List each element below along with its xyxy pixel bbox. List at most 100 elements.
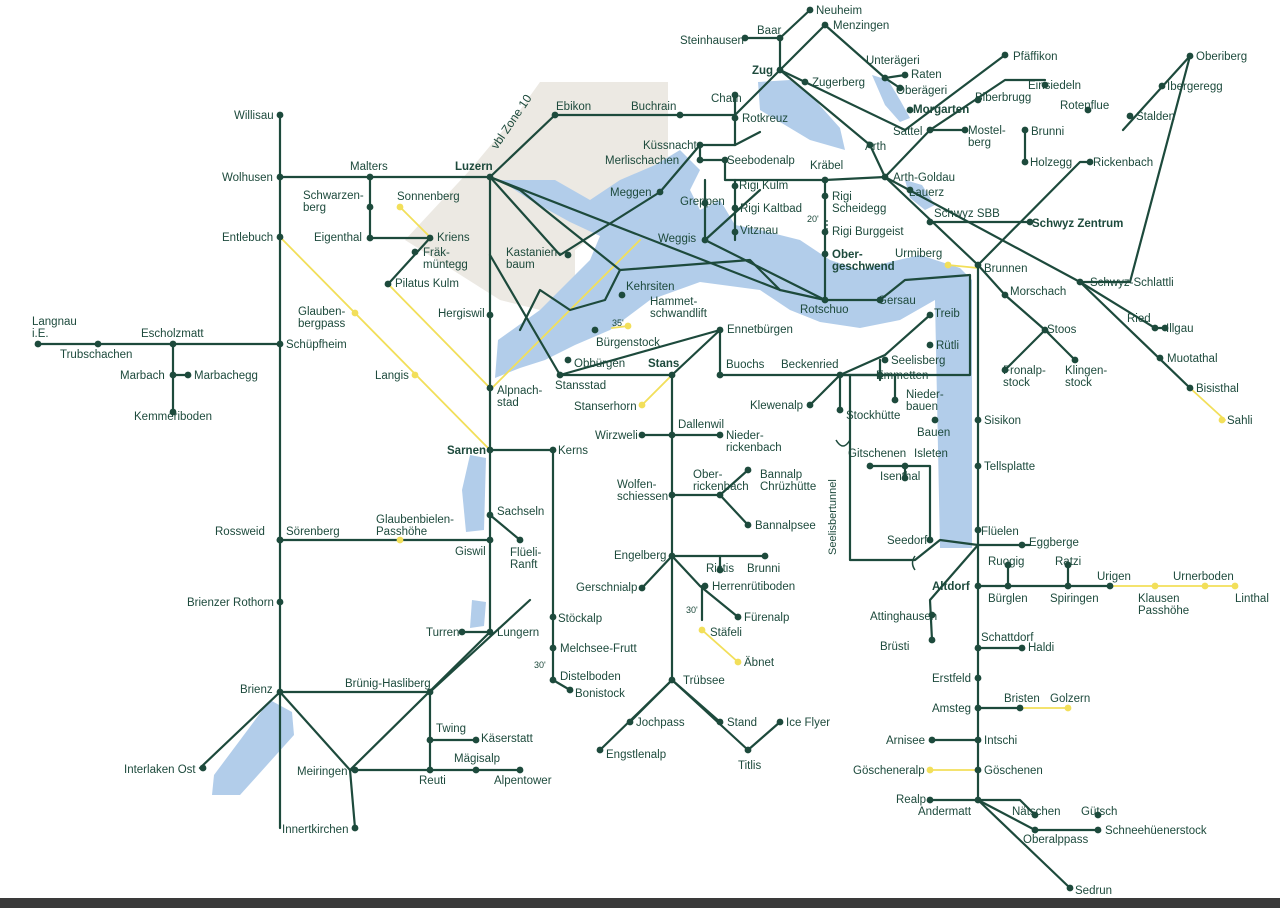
station-stop-buchrain — [676, 111, 684, 119]
station-label-aebnet: Äbnet — [744, 657, 775, 669]
station-label-bonistock: Bonistock — [575, 688, 625, 700]
station-label-goescheneralp: Göscheneralp — [853, 765, 925, 777]
station-label-goeschenen: Göschenen — [984, 765, 1043, 777]
station-stop-amsteg — [974, 704, 982, 712]
station-stop-gersau — [876, 296, 884, 304]
station-stop-greppen — [701, 199, 709, 207]
station-stop-titlis — [744, 746, 752, 754]
station-label-urnerboden: Urnerboden — [1173, 571, 1234, 583]
station-stop-stand — [716, 718, 724, 726]
station-stop-ibergeregg — [1158, 82, 1166, 90]
station-label-jochpass: Jochpass — [636, 717, 685, 729]
lakes — [212, 75, 972, 795]
station-stop-isenthal — [901, 474, 909, 482]
station-stop-sisikon — [974, 416, 982, 424]
station-label-stalden: Stalden — [1136, 111, 1175, 123]
station-stop-turren — [458, 628, 466, 636]
station-stop-ennetbuergen — [716, 326, 724, 334]
station-label-brienzer_rothorn: Brienzer Rothorn — [187, 597, 274, 609]
station-stop-pilatus_kulm — [384, 280, 392, 288]
station-stop-willisau — [276, 111, 284, 119]
station-label-urmiberg: Urmiberg — [895, 248, 942, 260]
station-stop-eggberge — [1018, 541, 1026, 549]
station-stop-ebikon — [551, 111, 559, 119]
station-label-wirzweli: Wirzweli — [595, 430, 638, 442]
station-stop-engstlenalp — [596, 746, 604, 754]
station-label-sattel: Sattel — [893, 126, 922, 138]
station-stop-urmiberg — [944, 261, 952, 269]
station-stop-innertkirchen — [351, 824, 359, 832]
station-stop-brienz — [276, 688, 284, 696]
tunnel-portal-south — [911, 555, 916, 571]
station-stop-eigenthal — [366, 234, 374, 242]
station-label-sahli: Sahli — [1227, 415, 1253, 427]
station-stop-ristis — [716, 566, 724, 574]
station-label-brunni_sz: Brunni — [1031, 126, 1064, 138]
station-stop-haldi — [1018, 644, 1026, 652]
station-label-buerglen: Bürglen — [988, 593, 1028, 605]
station-label-hergiswil: Hergiswil — [438, 308, 485, 320]
station-label-rickenbach: Rickenbach — [1093, 157, 1153, 169]
station-stop-kriens — [426, 234, 434, 242]
station-stop-raten — [901, 71, 909, 79]
station-label-melchsee_frutt: Melchsee-Frutt — [560, 643, 637, 655]
station-label-kaeserstatt: Käserstatt — [481, 733, 534, 745]
station-stop-lungern — [486, 628, 494, 636]
station-stop-obbuergen — [564, 356, 572, 364]
frequency-label: 20' — [807, 214, 819, 224]
station-stop-buergenstock — [591, 326, 599, 334]
station-label-intschi: Intschi — [984, 735, 1017, 747]
station-stop-kraebel — [821, 176, 829, 184]
station-stop-emmetten — [876, 371, 884, 379]
station-stop-stockhuette — [836, 406, 844, 414]
station-label-kehrsiten: Kehrsiten — [626, 281, 675, 293]
station-label-altdorf: Altdorf — [932, 581, 970, 593]
station-label-buergenstock: Bürgenstock — [596, 337, 660, 349]
station-label-tellsplatte: Tellsplatte — [984, 461, 1035, 473]
station-label-sachseln: Sachseln — [497, 506, 544, 518]
station-label-buchrain: Buchrain — [631, 101, 676, 113]
lake-lucerne — [495, 150, 972, 548]
station-stop-soerenberg — [276, 536, 284, 544]
station-stop-alpentower — [516, 766, 524, 774]
station-stop-zugerberg — [801, 78, 809, 86]
station-stop-klausen — [1151, 582, 1159, 590]
station-stop-dallenwil — [668, 431, 676, 439]
station-stop-bisisthal — [1186, 384, 1194, 392]
station-label-buochs: Buochs — [726, 359, 765, 371]
station-label-bisisthal: Bisisthal — [1196, 383, 1239, 395]
station-stop-tellsplatte — [974, 462, 982, 470]
station-stop-sedrun — [1066, 884, 1074, 892]
station-stop-rigi_scheidegg — [821, 192, 829, 200]
station-label-erstfeld: Erstfeld — [932, 673, 971, 685]
station-label-interlaken_ost: Interlaken Ost — [124, 764, 196, 776]
station-label-schwyz_zentrum: Schwyz Zentrum — [1032, 218, 1123, 230]
station-stop-kehrsiten — [618, 291, 626, 299]
station-label-engelberg: Engelberg — [614, 550, 666, 562]
station-stop-biberbrugg — [974, 96, 982, 104]
station-stop-schattdorf — [974, 644, 982, 652]
station-stop-altdorf — [974, 582, 982, 590]
station-label-obbuergen: Obbürgen — [574, 358, 625, 370]
station-stop-seelisberg — [881, 356, 889, 364]
station-label-baar: Baar — [757, 25, 781, 37]
station-label-spiringen: Spiringen — [1050, 593, 1099, 605]
station-stop-realp — [926, 796, 934, 804]
station-label-rigi_kulm: Rigi Kulm — [739, 180, 788, 192]
station-label-unteraegeri: Unterägeri — [866, 55, 920, 67]
station-stop-ice_flyer — [776, 718, 784, 726]
station-label-entlebuch: Entlebuch — [222, 232, 273, 244]
station-label-golzern: Golzern — [1050, 693, 1090, 705]
station-stop-oberrickenbach — [716, 491, 724, 499]
station-label-illgau: Illgau — [1166, 323, 1194, 335]
station-label-bristen: Bristen — [1004, 693, 1040, 705]
station-stop-oberaegeri — [896, 84, 904, 92]
station-label-niederrickenbach: Nieder-rickenbach — [726, 430, 782, 454]
station-stop-hergiswil — [486, 311, 494, 319]
station-markers — [34, 6, 1239, 892]
station-label-dallenwil: Dallenwil — [678, 419, 724, 431]
station-label-holzegg: Holzegg — [1030, 157, 1072, 169]
station-stop-klewenalp — [806, 401, 814, 409]
station-stop-melchsee_frutt — [549, 644, 557, 652]
